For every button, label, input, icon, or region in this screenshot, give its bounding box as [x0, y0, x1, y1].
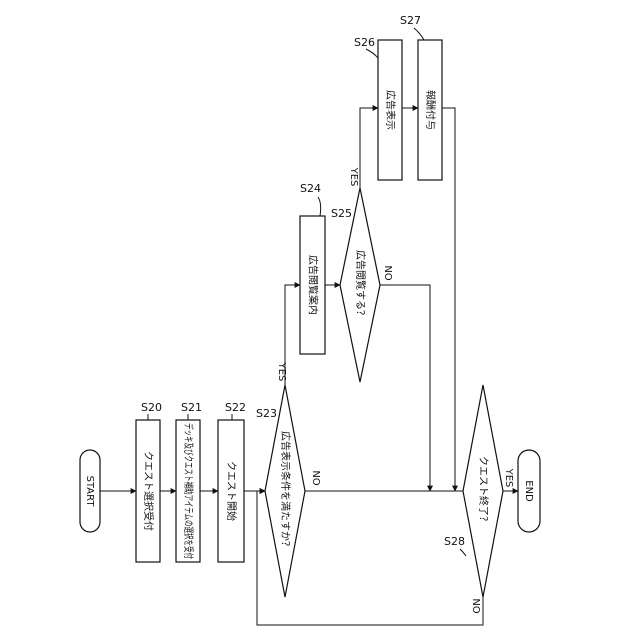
step-s21: デッキ及びクエスト補助アイテムの選択を受付 S21	[176, 401, 202, 562]
step-s27-leader	[414, 28, 424, 40]
step-s27-text: 報酬付与	[424, 90, 437, 130]
step-s24-label: S24	[300, 182, 321, 195]
step-s24: 広告閲覧案内 S24	[300, 182, 325, 354]
decision-s23: 広告表示条件を満たすか？ S23 YES NO	[256, 362, 321, 597]
step-s24-text: 広告閲覧案内	[307, 255, 320, 315]
decision-s28-no: NO	[470, 598, 481, 613]
step-s22-label: S22	[225, 401, 246, 414]
decision-s28-leader	[460, 549, 466, 556]
step-s26-label: S26	[354, 36, 375, 49]
decision-s23-label: S23	[256, 407, 277, 420]
decision-s25-yes: YES	[348, 167, 359, 187]
step-s22-text: クエスト開始	[225, 461, 238, 521]
decision-s28-text: クエスト終了？	[477, 456, 490, 526]
arrow-s27-to-merge	[442, 108, 455, 491]
start-label: START	[84, 476, 95, 508]
decision-s25-no: NO	[382, 265, 393, 280]
step-s26-text: 広告表示	[384, 90, 397, 130]
decision-s23-no: NO	[310, 470, 321, 485]
step-s24-leader	[318, 197, 321, 216]
step-s27: 報酬付与 S27	[400, 14, 442, 180]
start-terminal: START	[80, 450, 100, 532]
step-s26-leader	[366, 49, 378, 58]
decision-s25-label: S25	[331, 207, 352, 220]
step-s21-label: S21	[181, 401, 202, 414]
decision-s28-yes: YES	[503, 468, 514, 488]
decision-s25: 広告閲覧する？ S25 YES NO	[331, 167, 393, 382]
step-s21-text: デッキ及びクエスト補助アイテムの選択を受付	[182, 423, 195, 559]
step-s27-label: S27	[400, 14, 421, 27]
decision-s25-text: 広告閲覧する？	[354, 250, 367, 320]
decision-s23-text: 広告表示条件を満たすか？	[279, 431, 292, 551]
arrow-s25-yes-to-s26	[360, 108, 378, 188]
step-s20-text: クエスト選択受付	[142, 451, 155, 531]
decision-s28-label: S28	[444, 535, 465, 548]
step-s22: クエスト開始 S22	[218, 401, 246, 562]
end-terminal: END	[518, 450, 540, 532]
step-s20: クエスト選択受付 S20	[136, 401, 162, 562]
step-s20-label: S20	[141, 401, 162, 414]
end-label: END	[523, 480, 534, 502]
decision-s23-yes: YES	[276, 362, 287, 382]
arrow-s25-no-to-merge	[380, 285, 430, 491]
